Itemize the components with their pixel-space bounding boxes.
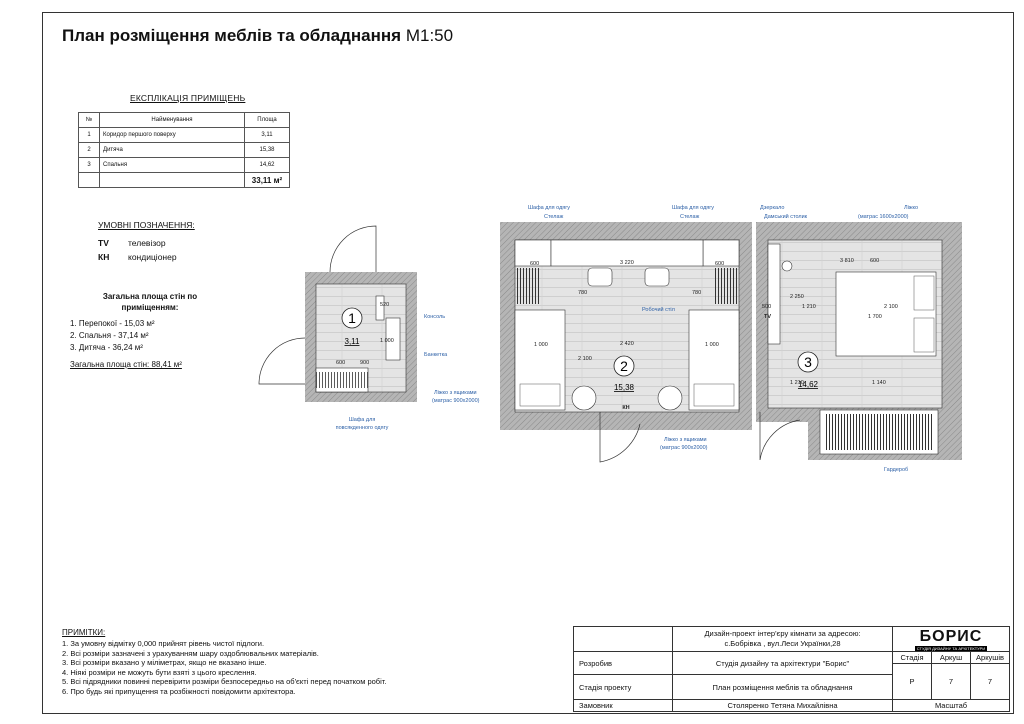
svg-text:Гардероб: Гардероб xyxy=(884,467,908,473)
explication-table: № Найменування Площа 1 Коридор першого п… xyxy=(78,112,290,188)
svg-text:600: 600 xyxy=(336,360,345,366)
notes-title: ПРИМІТКИ: xyxy=(62,628,106,637)
table-total-row: 33,11 м² xyxy=(78,172,290,188)
svg-text:Робочий стіл: Робочий стіл xyxy=(642,306,675,313)
legend-title: УМОВНІ ПОЗНАЧЕННЯ: xyxy=(98,220,195,230)
svg-text:1 000: 1 000 xyxy=(705,342,719,348)
svg-text:520: 520 xyxy=(380,302,389,308)
room-3-bedroom: 3 14,62 TV 3 810 2 250 500 1 210 2 100 1… xyxy=(756,222,962,461)
svg-text:повсякденного одягу: повсякденного одягу xyxy=(336,425,389,431)
walls-total: Загальна площа стін: 88,41 м² xyxy=(70,360,182,369)
svg-text:Ліжко з ящиками: Ліжко з ящиками xyxy=(434,390,477,396)
svg-text:2 100: 2 100 xyxy=(578,356,592,362)
room-1-corridor: 1 3,11 600 900 520 1 000 xyxy=(258,225,417,402)
svg-text:Стелаж: Стелаж xyxy=(680,214,700,220)
svg-text:3 220: 3 220 xyxy=(620,260,634,266)
room-2-area: 15,38 xyxy=(614,383,635,392)
svg-text:1 700: 1 700 xyxy=(868,314,882,320)
drawing-frame xyxy=(42,12,1014,714)
svg-text:2 100: 2 100 xyxy=(884,304,898,310)
notes-list: 1. За умовну відмітку 0,000 прийнят ріве… xyxy=(62,639,387,696)
svg-text:1 000: 1 000 xyxy=(534,342,548,348)
svg-text:600: 600 xyxy=(870,258,879,264)
table-row: 2 Дитяча 15,38 xyxy=(78,142,290,158)
room-1-area: 3,11 xyxy=(345,337,361,346)
svg-text:Шафа для: Шафа для xyxy=(349,417,376,423)
svg-text:900: 900 xyxy=(360,360,369,366)
svg-text:600: 600 xyxy=(530,261,539,267)
svg-text:(матрас 900х2000): (матрас 900х2000) xyxy=(432,398,480,404)
svg-text:Дамський столик: Дамський столик xyxy=(764,213,808,220)
svg-text:Ліжко: Ліжко xyxy=(904,205,918,211)
svg-text:3 810: 3 810 xyxy=(840,258,854,264)
svg-text:(матрас 900х2000): (матрас 900х2000) xyxy=(660,445,708,451)
svg-text:(матрас 1600х2000): (матрас 1600х2000) xyxy=(858,214,909,220)
svg-text:2 250: 2 250 xyxy=(790,294,804,300)
studio-logo: БОРИС СТУДІЯ ДИЗАЙНУ ТА АРХІТЕКТУРИ xyxy=(892,626,1010,652)
table-row: 1 Коридор першого поверху 3,11 xyxy=(78,127,290,143)
room-2-kids-room: 2 15,38 КН 600 600 3 220 2 420 1 000 1 0… xyxy=(500,222,752,463)
tv-icon: TV xyxy=(764,314,771,320)
svg-text:780: 780 xyxy=(578,290,587,296)
svg-text:2 420: 2 420 xyxy=(620,341,634,347)
page-title: План розміщення меблів та обладнання М1:… xyxy=(62,26,454,45)
svg-text:Стелаж: Стелаж xyxy=(544,214,564,220)
room-3-area: 14,62 xyxy=(798,380,819,389)
svg-text:Шафа для одягу: Шафа для одягу xyxy=(672,205,714,211)
room-3-number: 3 xyxy=(804,354,812,370)
room-1-number: 1 xyxy=(348,310,356,326)
label-bench: Банкетка xyxy=(424,352,448,358)
title-block: Дизайн-проект інтер'єру кімнати за адрес… xyxy=(573,626,1010,712)
walls-title: Загальна площа стін по приміщенням: xyxy=(102,292,198,312)
svg-text:1 210: 1 210 xyxy=(802,304,816,310)
svg-text:1 140: 1 140 xyxy=(872,380,886,386)
svg-text:500: 500 xyxy=(762,304,771,310)
svg-text:Дзеркало: Дзеркало xyxy=(760,205,784,211)
ac-icon: КН xyxy=(622,405,629,411)
svg-text:1 000: 1 000 xyxy=(380,338,394,344)
room-2-number: 2 xyxy=(620,358,628,374)
svg-text:780: 780 xyxy=(692,290,701,296)
walls-list: 1. Перепокої - 15,03 м² 2. Спальня - 37,… xyxy=(70,319,155,352)
svg-text:Ліжко з ящиками: Ліжко з ящиками xyxy=(664,437,707,443)
label-console: Консоль xyxy=(424,314,445,320)
svg-text:1 210: 1 210 xyxy=(790,380,804,386)
svg-text:600: 600 xyxy=(715,261,724,267)
svg-text:Шафа для одягу: Шафа для одягу xyxy=(528,205,570,211)
explication-title: ЕКСПЛІКАЦІЯ ПРИМІЩЕНЬ xyxy=(130,93,246,103)
